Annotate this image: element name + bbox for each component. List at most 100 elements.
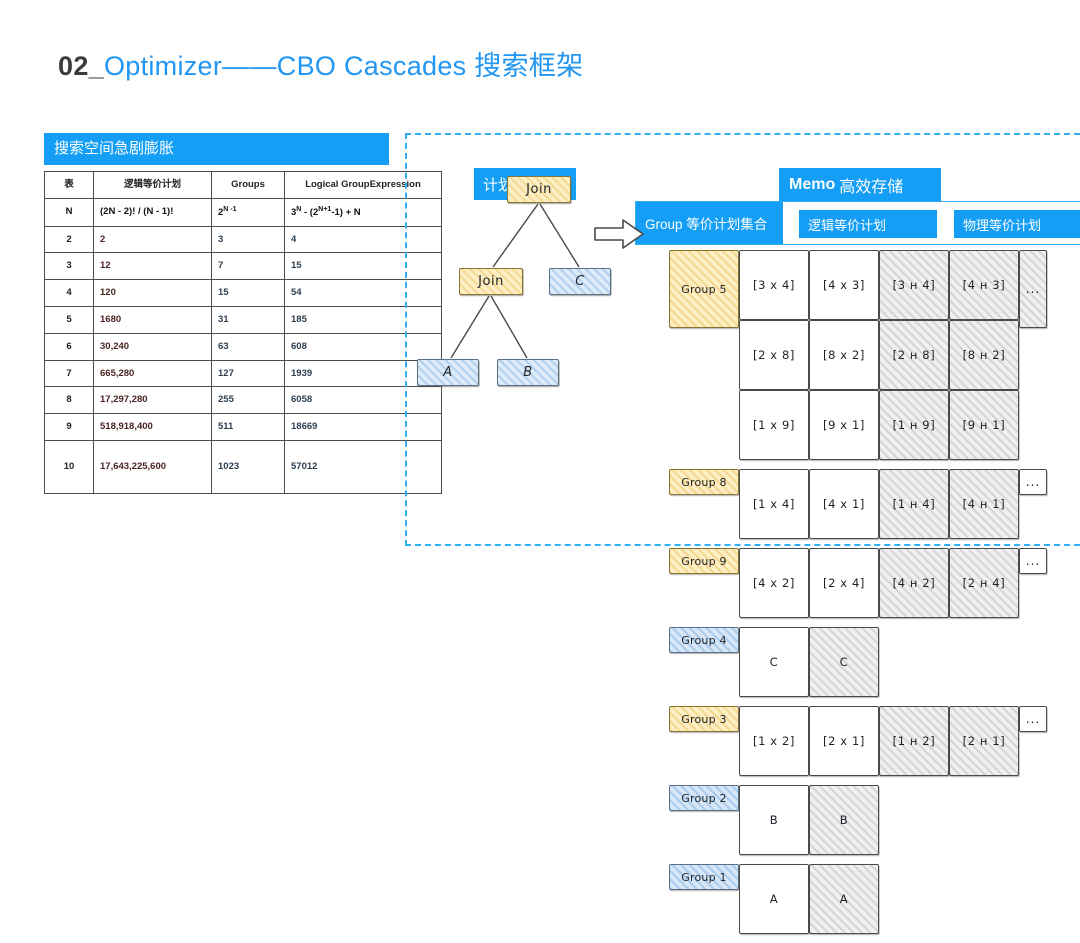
- memo-physical-expression[interactable]: [2 н 1]: [949, 706, 1019, 776]
- memo-physical-expression[interactable]: [9 н 1]: [949, 390, 1019, 460]
- legend-group-set: Group 等价计划集合: [636, 202, 783, 244]
- memo-physical-column: [4 н 2]: [879, 548, 949, 618]
- memo-physical-expression[interactable]: [1 н 2]: [879, 706, 949, 776]
- page-title: 02_Optimizer——CBO Cascades 搜索框架: [58, 44, 583, 83]
- memo-title-thin: 高效存储: [839, 178, 904, 196]
- memo-physical-expression[interactable]: [1 н 9]: [879, 390, 949, 460]
- memo-physical-column: [3 н 4][2 н 8][1 н 9]: [879, 250, 949, 460]
- memo-physical-expression[interactable]: C: [809, 627, 879, 697]
- memo-more-ellipsis[interactable]: ...: [1019, 706, 1047, 732]
- memo-physical-expression[interactable]: B: [809, 785, 879, 855]
- memo-logical-expression[interactable]: [9 x 1]: [809, 390, 879, 460]
- cell-groups: 3: [211, 225, 285, 254]
- cell-groups: 63: [211, 332, 285, 361]
- memo-group-label[interactable]: Group 2: [669, 785, 739, 811]
- memo-physical-column: [4 н 3][8 н 2][9 н 1]: [949, 250, 1019, 460]
- memo-row: Group 5[3 x 4][2 x 8][1 x 9][4 x 3][8 x …: [669, 250, 1079, 460]
- memo-logical-expression[interactable]: [1 x 4]: [739, 469, 809, 539]
- cell-table-count: 5: [44, 305, 94, 334]
- join-plan-tree: Join Join C A B: [407, 135, 657, 548]
- tree-node-join-mid[interactable]: Join: [459, 268, 523, 295]
- memo-more-ellipsis[interactable]: ...: [1019, 250, 1047, 328]
- memo-logical-expression[interactable]: B: [739, 785, 809, 855]
- memo-physical-column: [1 н 4]: [879, 469, 949, 539]
- memo-logical-column: [2 x 1]: [809, 706, 879, 776]
- memo-group-label[interactable]: Group 1: [669, 864, 739, 890]
- groups-base: 2: [218, 206, 224, 218]
- memo-group-label[interactable]: Group 8: [669, 469, 739, 495]
- memo-logical-column: B: [739, 785, 809, 855]
- cell-table-count: 9: [44, 413, 94, 441]
- memo-physical-expression[interactable]: [8 н 2]: [949, 320, 1019, 390]
- tree-node-join-top[interactable]: Join: [507, 176, 571, 203]
- legend-logical-plans: 逻辑等价计划: [799, 210, 937, 238]
- cell-groups: 31: [211, 305, 285, 334]
- memo-group-label[interactable]: Group 5: [669, 250, 739, 328]
- memo-row-list: Group 5[3 x 4][2 x 8][1 x 9][4 x 3][8 x …: [669, 250, 1079, 943]
- memo-logical-column: [1 x 2]: [739, 706, 809, 776]
- memo-physical-expression[interactable]: A: [809, 864, 879, 934]
- memo-logical-expression[interactable]: [2 x 1]: [809, 706, 879, 776]
- cell-logical-plans: 2: [93, 225, 212, 254]
- memo-physical-expression[interactable]: [2 н 4]: [949, 548, 1019, 618]
- memo-logical-expression[interactable]: [4 x 2]: [739, 548, 809, 618]
- memo-logical-expression[interactable]: C: [739, 627, 809, 697]
- search-space-table: 表 逻辑等价计划 Groups Logical GroupExpression …: [44, 171, 442, 494]
- memo-group-label[interactable]: Group 4: [669, 627, 739, 653]
- memo-logical-expression[interactable]: [4 x 3]: [809, 250, 879, 320]
- cell-table-count: 6: [44, 332, 94, 361]
- tree-node-relation-a[interactable]: A: [417, 359, 479, 386]
- memo-logical-column: [2 x 4]: [809, 548, 879, 618]
- expr-b-base: 2: [312, 206, 319, 218]
- expr-b-exp: N+1: [318, 205, 332, 213]
- cell-groups: 127: [211, 359, 285, 388]
- cell-table-count: 3: [44, 252, 94, 281]
- cell-logical-plans: 1680: [93, 305, 212, 334]
- memo-logical-expression[interactable]: A: [739, 864, 809, 934]
- memo-logical-column: [1 x 4]: [739, 469, 809, 539]
- memo-logical-column: [4 x 3][8 x 2][9 x 1]: [809, 250, 879, 460]
- memo-logical-expression[interactable]: [3 x 4]: [739, 250, 809, 320]
- memo-logical-expression[interactable]: [1 x 9]: [739, 390, 809, 460]
- page-title-prefix: 02_: [58, 51, 104, 81]
- groups-exponent: N -1: [223, 205, 237, 213]
- memo-physical-column: [4 н 1]: [949, 469, 1019, 539]
- tree-node-relation-b[interactable]: B: [497, 359, 559, 386]
- tree-edges: [450, 203, 580, 359]
- cell-expr-formula: 3N - (2N+1-1) + N: [284, 197, 442, 227]
- memo-group-label[interactable]: Group 9: [669, 548, 739, 574]
- memo-title-bold: Memo: [789, 175, 836, 193]
- memo-physical-expression[interactable]: [2 н 8]: [879, 320, 949, 390]
- memo-logical-expression[interactable]: [4 x 1]: [809, 469, 879, 539]
- search-space-block: 搜索空间急剧膨胀 表 逻辑等价计划 Groups Logical GroupEx…: [44, 133, 442, 494]
- cell-group-expression: 4: [284, 225, 442, 254]
- memo-more-ellipsis[interactable]: ...: [1019, 469, 1047, 495]
- cell-logical-plans: 17,643,225,600: [93, 439, 212, 494]
- cell-groups: 15: [211, 279, 285, 307]
- memo-physical-column: [1 н 2]: [879, 706, 949, 776]
- cell-table-count: 8: [44, 386, 94, 415]
- memo-physical-expression[interactable]: [4 н 2]: [879, 548, 949, 618]
- memo-more-ellipsis[interactable]: ...: [1019, 548, 1047, 574]
- cell-table-count: 2: [44, 225, 94, 254]
- cell-plans-formula: (2N - 2)! / (N - 1)!: [93, 197, 212, 227]
- memo-physical-expression[interactable]: [3 н 4]: [879, 250, 949, 320]
- cell-logical-plans: 30,240: [93, 332, 212, 361]
- memo-physical-expression[interactable]: [4 н 1]: [949, 469, 1019, 539]
- memo-logical-expression[interactable]: [2 x 4]: [809, 548, 879, 618]
- memo-logical-expression[interactable]: [8 x 2]: [809, 320, 879, 390]
- memo-physical-expression[interactable]: [1 н 4]: [879, 469, 949, 539]
- memo-logical-expression[interactable]: [1 x 2]: [739, 706, 809, 776]
- memo-logical-expression[interactable]: [2 x 8]: [739, 320, 809, 390]
- page-title-main: Optimizer——CBO Cascades 搜索框架: [103, 51, 584, 81]
- cell-groups: 511: [211, 413, 285, 441]
- memo-group-label[interactable]: Group 3: [669, 706, 739, 732]
- memo-physical-expression[interactable]: [4 н 3]: [949, 250, 1019, 320]
- tree-node-relation-c[interactable]: C: [549, 268, 611, 295]
